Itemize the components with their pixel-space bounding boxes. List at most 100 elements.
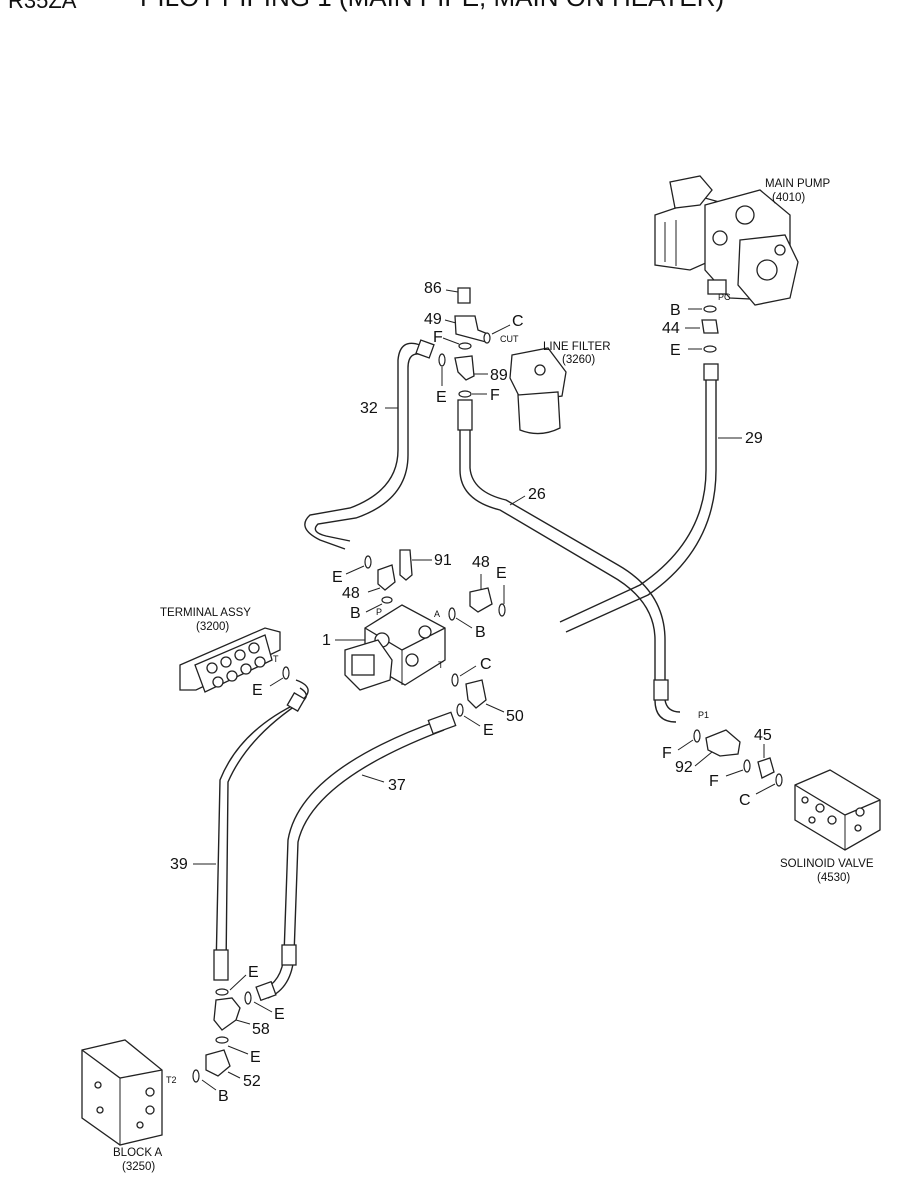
callout-45: 45 <box>754 727 772 744</box>
seal-e-block <box>215 1036 229 1044</box>
seal-e-pump <box>703 345 717 353</box>
terminal-assy <box>179 627 281 693</box>
terminal-assy-label: TERMINAL ASSY <box>160 607 251 619</box>
hose-37 <box>261 719 441 991</box>
fitting-89 <box>454 355 475 381</box>
diagram-title: PILOT PIPING 1 (MAIN PIPE, MAIN ON HEATE… <box>140 0 724 13</box>
seal-b-valve-a <box>448 607 456 621</box>
seal-letter-b-block: B <box>218 1088 229 1105</box>
callout-39: 39 <box>170 856 188 873</box>
main-pump-code: (4010) <box>772 192 805 204</box>
fitting-45 <box>757 757 775 779</box>
seal-letter-f-filter-bottom: F <box>490 387 500 404</box>
seal-e-term <box>282 666 290 680</box>
callout-26: 26 <box>528 486 546 503</box>
callout-86: 86 <box>424 280 442 297</box>
seal-letter-e-term: E <box>252 682 263 699</box>
callout-44: 44 <box>662 320 680 337</box>
block-a <box>81 1039 163 1146</box>
seal-letter-b-valve-p: B <box>350 605 361 622</box>
seal-letter-e-valve-t: E <box>483 722 494 739</box>
seal-letter-b-valve-a: B <box>475 624 486 641</box>
callout-29: 29 <box>745 430 763 447</box>
seal-c-valve-t <box>451 673 459 687</box>
line-filter <box>509 347 567 435</box>
callout-92: 92 <box>675 759 693 776</box>
seal-letter-b-pump: B <box>670 302 681 319</box>
hose-39 <box>215 679 309 971</box>
seal-e-valve-right <box>498 603 506 617</box>
block-a-code: (3250) <box>122 1161 155 1173</box>
seal-letter-e-pump: E <box>670 342 681 359</box>
main-pump <box>654 175 799 306</box>
seal-letter-e-valve-right: E <box>496 565 507 582</box>
seal-letter-e-tee2: E <box>274 1006 285 1023</box>
model-label: R35ZA <box>8 0 77 13</box>
seal-f-p1 <box>693 729 701 743</box>
port-p: P <box>376 607 382 617</box>
seal-letter-e-block: E <box>250 1049 261 1066</box>
port-t2: T2 <box>166 1075 177 1085</box>
port-t: T <box>438 660 444 670</box>
seal-f-filter-bottom <box>458 390 472 398</box>
solenoid-valve <box>794 769 881 851</box>
seal-f-filter-top <box>458 342 472 350</box>
seal-e-valve-t <box>456 703 464 717</box>
fitting-48-right <box>469 587 493 613</box>
seal-e-valve-left <box>364 555 372 569</box>
line-filter-label: LINE FILTER <box>543 341 611 353</box>
seal-c-sol <box>775 773 783 787</box>
hose-29 <box>559 372 707 623</box>
seal-e-filter <box>438 353 446 367</box>
fitting-58 <box>213 997 241 1031</box>
port-cut: CUT <box>500 334 519 344</box>
seal-letter-c-valve-t: C <box>480 656 492 673</box>
seal-letter-c-filter: C <box>512 313 524 330</box>
valve-block <box>344 604 446 691</box>
seal-b-block <box>192 1069 200 1083</box>
seal-letter-e-tee1: E <box>248 964 259 981</box>
seal-c-filter <box>483 332 491 344</box>
seal-f-sol <box>743 759 751 773</box>
seal-letter-f-sol: F <box>709 773 719 790</box>
callout-49: 49 <box>424 311 442 328</box>
port-p1: P1 <box>698 710 709 720</box>
fitting-50 <box>465 679 487 709</box>
seal-letter-e-filter: E <box>436 389 447 406</box>
callout-50: 50 <box>506 708 524 725</box>
port-a: A <box>434 609 440 619</box>
fitting-52 <box>205 1049 231 1077</box>
callout-37: 37 <box>388 777 406 794</box>
fitting-49 <box>454 315 489 343</box>
callout-91: 91 <box>434 552 452 569</box>
callout-48-right: 48 <box>472 554 490 571</box>
fitting-91 <box>399 549 413 581</box>
block-a-label: BLOCK A <box>113 1147 163 1159</box>
main-pump-label: MAIN PUMP <box>765 178 831 190</box>
fitting-44 <box>701 319 719 334</box>
seal-letter-c-sol: C <box>739 792 751 809</box>
seal-e-tee1 <box>215 988 229 996</box>
callout-89: 89 <box>490 367 508 384</box>
fitting-48-left <box>377 564 396 591</box>
hose-32 <box>304 342 421 550</box>
seal-letter-e-valve-left: E <box>332 569 343 586</box>
callout-1: 1 <box>322 632 331 649</box>
line-filter-code: (3260) <box>562 354 595 366</box>
terminal-assy-code: (3200) <box>196 621 229 633</box>
seal-letter-f-filter-top: F <box>433 329 443 346</box>
callout-58: 58 <box>252 1021 270 1038</box>
hose-26 <box>459 400 677 723</box>
port-t-terminal: T <box>273 654 279 664</box>
callout-32: 32 <box>360 400 378 417</box>
solenoid-valve-label: SOLINOID VALVE <box>780 858 874 870</box>
fitting-92 <box>705 729 741 757</box>
port-pc: PC <box>718 292 731 302</box>
fitting-86 <box>457 287 471 304</box>
callout-52: 52 <box>243 1073 261 1090</box>
seal-b-pump <box>703 305 717 313</box>
seal-letter-f-p1: F <box>662 745 672 762</box>
seal-e-tee2 <box>244 991 252 1005</box>
seal-b-valve-p <box>381 596 393 604</box>
